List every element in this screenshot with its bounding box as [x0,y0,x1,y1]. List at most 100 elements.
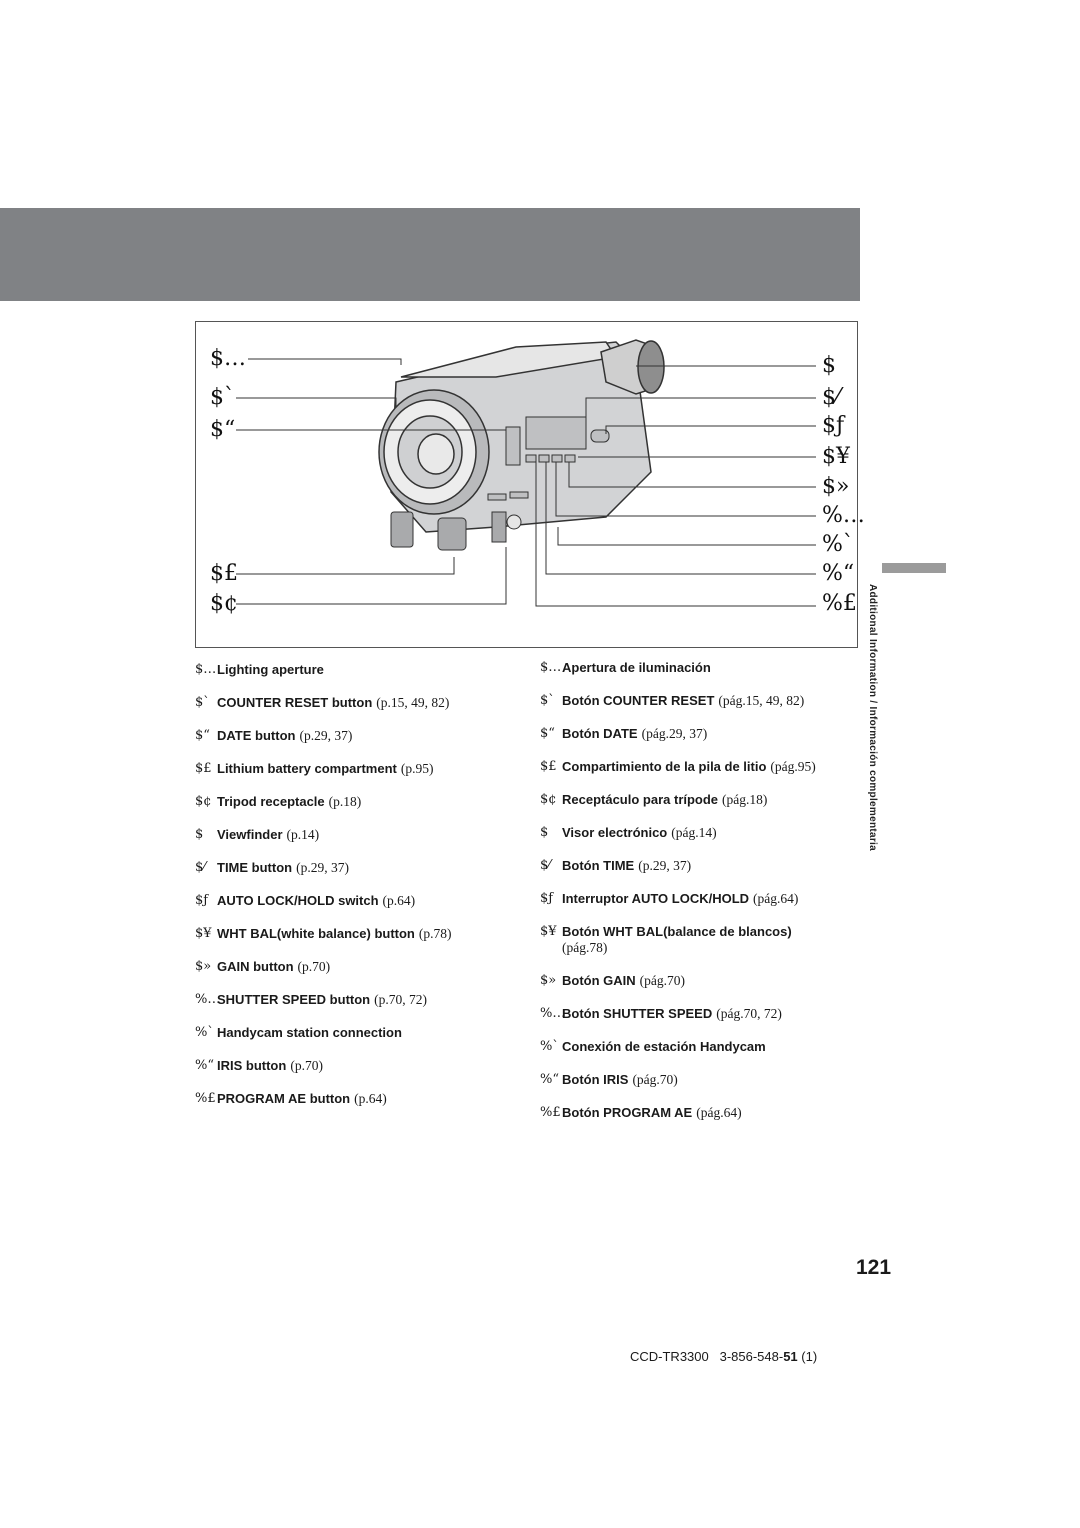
camcorder-illustration [236,339,816,607]
callout-right-6: %… [822,503,865,528]
legend-ref: (pág.70, 72) [716,1006,782,1021]
lens-shape [378,389,490,515]
legend-ref: (p.70) [297,959,331,974]
legend-ref: (p.15, 49, 82) [376,695,450,710]
legend-symbol: $⁄ [195,860,206,875]
legend-name: Conexión de estación Handycam [562,1039,766,1054]
legend-symbol: $» [540,973,557,988]
legend-name: Interruptor AUTO LOCK/HOLD [562,891,750,906]
legend-name: TIME button [217,860,293,875]
legend-item: %£Botón PROGRAM AE(pág.64) [540,1105,870,1121]
legend-english: $…Lighting aperture $`COUNTER RESET butt… [195,658,525,1107]
legend-item: %…Botón SHUTTER SPEED(pág.70, 72) [540,1006,870,1022]
legend-symbol: %“ [195,1058,214,1073]
callout-right-9: %£ [822,591,857,616]
leader-lines [236,358,816,607]
legend-item: %“Botón IRIS(pág.70) [540,1072,870,1088]
legend-name: Botón TIME [562,858,635,873]
legend-symbol: $… [540,660,562,675]
legend-symbol: $“ [540,726,555,741]
legend-symbol: $… [195,662,217,677]
legend-name: Botón SHUTTER SPEED [562,1006,713,1021]
legend-item: $£Lithium battery compartment(p.95) [195,761,525,777]
callout-left-2: $` [210,385,235,410]
legend-item: $¥ Botón WHT BAL(balance de blancos)(pág.… [540,924,870,956]
legend-item: $`Botón COUNTER RESET(pág.15, 49, 82) [540,693,870,709]
legend-ref: (pág.14) [671,825,717,840]
footer-code: CCD-TR3300 3-856-548-51 (1) [630,1349,817,1364]
callout-left-4: $£ [210,561,238,586]
callout-right-5: $» [822,474,850,499]
legend-item: $⁄ Botón TIME(p.29, 37) [540,858,870,874]
legend-name: Botón IRIS [562,1072,629,1087]
legend-name: IRIS button [217,1058,287,1073]
legend-ref: (pág.95) [770,759,816,774]
legend-symbol: %£ [540,1105,561,1120]
header-band [0,208,860,301]
grip-shape [390,511,522,551]
legend-item: $»GAIN button(p.70) [195,959,525,975]
legend-name: DATE button [217,728,296,743]
legend-name: Visor electrónico [562,825,668,840]
legend-name: Botón PROGRAM AE [562,1105,693,1120]
viewfinder-shape [600,339,665,395]
legend-item: $…Lighting aperture [195,662,525,678]
legend-ref: (pág.18) [722,792,768,807]
legend-ref: (pág.78) [562,940,608,955]
legend-name: Apertura de iluminación [562,660,711,675]
legend-ref: (p.70) [290,1058,323,1073]
legend-ref: (p.64) [382,893,416,908]
legend-item: %“IRIS button(p.70) [195,1058,525,1074]
legend-symbol: %` [540,1039,559,1054]
legend-ref: (p.29, 37) [638,858,692,873]
callout-right-8: %“ [822,561,855,586]
legend-name: Botón DATE [562,726,638,741]
legend-ref: (p.70, 72) [374,992,427,1007]
serial-bold: 51 [783,1349,798,1364]
legend-name: Lithium battery compartment [217,761,397,776]
legend-name: Lighting aperture [217,662,324,677]
callout-right-7: %` [822,532,854,557]
legend-item: %`Conexión de estación Handycam [540,1039,870,1055]
legend-symbol: $ [540,825,549,840]
legend-item: $¢Receptáculo para trípode(pág.18) [540,792,870,808]
legend-item: $⁄ TIME button(p.29, 37) [195,860,525,876]
side-section-label: Additional Information / Información com… [867,584,878,851]
legend-item: $“ Botón DATE(pág.29, 37) [540,726,870,742]
legend-item: $ Visor electrónico(pág.14) [540,825,870,841]
legend-item: %£PROGRAM AE button(p.64) [195,1091,525,1107]
legend-name: Botón GAIN [562,973,636,988]
callout-right-4: $¥ [822,444,850,469]
legend-name: Receptáculo para trípode [562,792,719,807]
callout-right-1: $ [822,353,836,378]
control-panel [487,416,610,501]
legend-ref: (pág.64) [696,1105,742,1120]
legend-item: $`COUNTER RESET button(p.15, 49, 82) [195,695,525,711]
legend-item: $»Botón GAIN(pág.70) [540,973,870,989]
legend-name: PROGRAM AE button [217,1091,351,1106]
legend-item: %…SHUTTER SPEED button(p.70, 72) [195,992,525,1008]
legend-symbol: $ [195,827,204,842]
legend-ref: (p.18) [328,794,362,809]
legend-symbol: $¥ [540,924,557,939]
legend-ref: (pág.29, 37) [641,726,708,741]
side-tab-marker [882,563,946,573]
legend-ref: (p.29, 37) [299,728,353,743]
legend-item: $“DATE button(p.29, 37) [195,728,525,744]
legend-name: AUTO LOCK/HOLD switch [217,893,379,908]
legend-symbol: $` [195,695,210,710]
legend-ref: (pág.64) [753,891,799,906]
legend-symbol: $» [195,959,212,974]
legend-symbol: %` [195,1025,214,1040]
legend-symbol: $¢ [195,794,212,809]
legend-symbol: $⁄ [540,858,551,873]
legend-ref: (pág.15, 49, 82) [718,693,805,708]
serial-prefix: 3-856-548- [719,1349,784,1364]
legend-ref: (p.29, 37) [296,860,349,875]
legend-symbol: %“ [540,1072,559,1087]
legend-name: SHUTTER SPEED button [217,992,371,1007]
legend-name: Botón WHT BAL(balance de blancos) [562,924,792,939]
page-number: 121 [856,1256,892,1279]
legend-name: Compartimiento de la pila de litio [562,759,767,774]
